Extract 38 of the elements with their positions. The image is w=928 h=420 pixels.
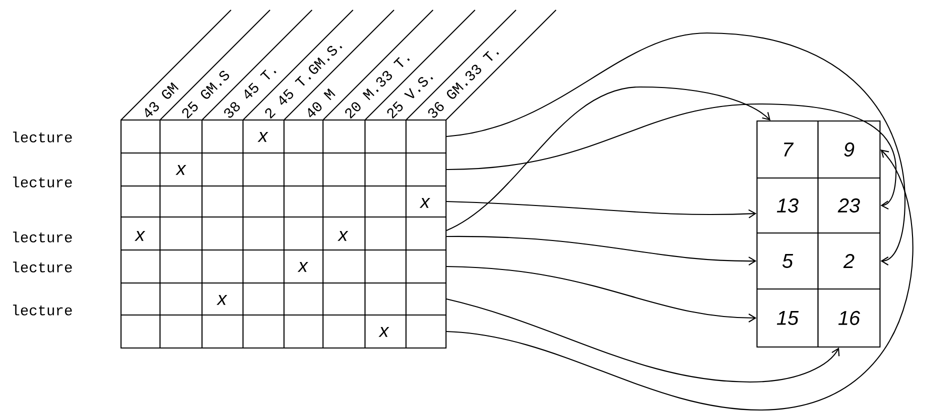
column-header: 40 M — [308, 88, 336, 118]
cross-mark: x — [378, 327, 390, 337]
grid-row — [120, 119, 447, 154]
cross-mark: x — [338, 231, 348, 241]
table-cell: 13 — [756, 177, 819, 234]
grid-row — [120, 216, 447, 251]
arrow — [446, 86, 770, 231]
arrow — [446, 298, 840, 383]
cross-mark: x — [420, 198, 430, 208]
cross-mark: x — [216, 295, 228, 305]
row-label: lecture — [13, 232, 72, 242]
grid-row — [120, 314, 447, 349]
arrow — [446, 236, 756, 266]
arrow — [446, 32, 906, 266]
table-cell: 15 — [756, 288, 819, 348]
arrow — [446, 266, 756, 322]
arrow — [446, 200, 756, 218]
row-label: lecture — [13, 132, 72, 142]
cross-mark: x — [258, 132, 268, 142]
table-cell: 16 — [817, 288, 881, 348]
cross-mark: x — [134, 231, 146, 241]
row-label: lecture — [13, 176, 72, 188]
cross-mark: x — [176, 165, 186, 175]
arrow — [446, 150, 914, 411]
grid-row — [120, 185, 447, 218]
grid-row — [120, 249, 447, 284]
arrow — [446, 103, 897, 210]
table-cell: 5 — [756, 232, 819, 290]
table-cell: 23 — [817, 177, 881, 234]
grid-row — [120, 282, 447, 316]
table-cell: 2 — [817, 232, 881, 290]
table-cell: 9 — [817, 120, 881, 179]
table-cell: 7 — [756, 120, 819, 179]
cross-mark: x — [298, 262, 308, 272]
column-header: 43 GM — [145, 82, 179, 118]
row-label: lecture — [13, 262, 72, 272]
row-label: lecture — [13, 304, 72, 316]
grid-row — [120, 152, 447, 187]
